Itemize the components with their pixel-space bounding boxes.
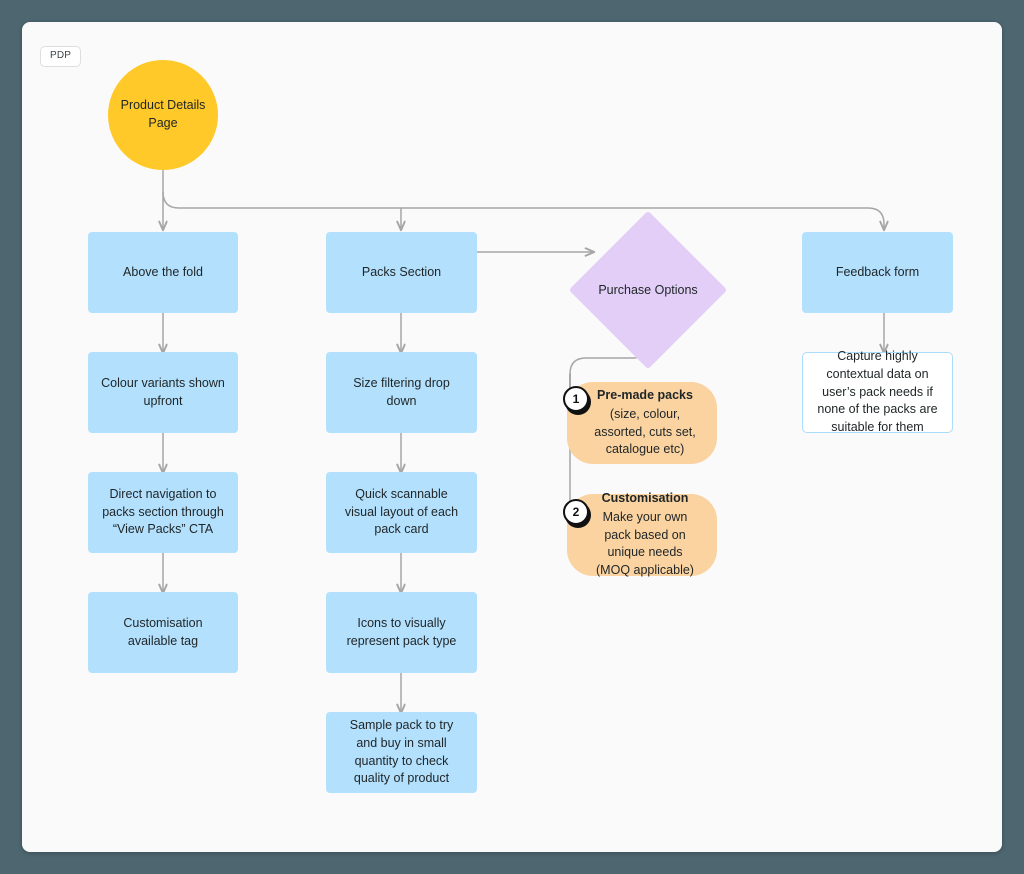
option-subtitle: (size, colour, assorted, cuts set, catal…	[594, 406, 696, 457]
diagram-canvas[interactable]: PDP	[22, 22, 1002, 852]
node-size-filtering-drop-down[interactable]: Size filtering drop down	[326, 352, 477, 433]
node-capture-contextual-data[interactable]: Capture highly contextual data on user’s…	[802, 349, 953, 434]
node-label: Feedback form	[835, 264, 920, 279]
node-label: Direct navigation to packs section throu…	[102, 486, 224, 537]
node-label: Colour variants shown upfront	[101, 375, 225, 408]
node-icons-pack-type[interactable]: Icons to visually represent pack type	[326, 592, 477, 673]
node-pre-made-packs[interactable]: Pre-made packs (size, colour, assorted, …	[567, 382, 717, 464]
badge-label: 1	[572, 392, 580, 406]
node-feedback-form[interactable]: Feedback form	[802, 232, 953, 313]
node-label: Capture highly contextual data on user’s…	[817, 349, 938, 435]
node-purchase-options[interactable]: Purchase Options	[568, 210, 728, 370]
node-customisation-available-tag[interactable]: Customisation available tag	[88, 592, 238, 673]
option-title: Pre-made packs	[597, 388, 693, 402]
node-label: Sample pack to try and buy in small quan…	[349, 718, 454, 786]
node-product-details-page[interactable]: Product Details Page	[108, 60, 218, 170]
node-customisation[interactable]: Customisation Make your own pack based o…	[567, 491, 717, 577]
badge-option-2: 2	[563, 499, 589, 525]
node-label: Icons to visually represent pack type	[346, 615, 457, 648]
option-subtitle: Make your own pack based on unique needs…	[596, 509, 694, 578]
badge-label: 2	[572, 505, 580, 519]
node-label: Purchase Options	[598, 282, 698, 297]
node-direct-navigation-view-packs[interactable]: Direct navigation to packs section throu…	[88, 472, 238, 553]
node-above-the-fold[interactable]: Above the fold	[88, 232, 238, 313]
node-label: Product Details Page	[120, 98, 206, 130]
option-title: Customisation	[601, 491, 689, 506]
node-label: Above the fold	[123, 264, 203, 279]
node-label: Quick scannable visual layout of each pa…	[344, 486, 459, 537]
node-packs-section[interactable]: Packs Section	[326, 232, 477, 313]
badge-option-1: 1	[563, 386, 589, 412]
node-sample-pack[interactable]: Sample pack to try and buy in small quan…	[326, 712, 477, 793]
node-quick-scannable-layout[interactable]: Quick scannable visual layout of each pa…	[326, 472, 477, 553]
node-colour-variants[interactable]: Colour variants shown upfront	[88, 352, 238, 433]
node-label: Size filtering drop down	[353, 375, 450, 408]
node-label: Packs Section	[361, 264, 442, 279]
node-label: Customisation available tag	[123, 615, 203, 648]
page-tab-label[interactable]: PDP	[40, 46, 82, 67]
